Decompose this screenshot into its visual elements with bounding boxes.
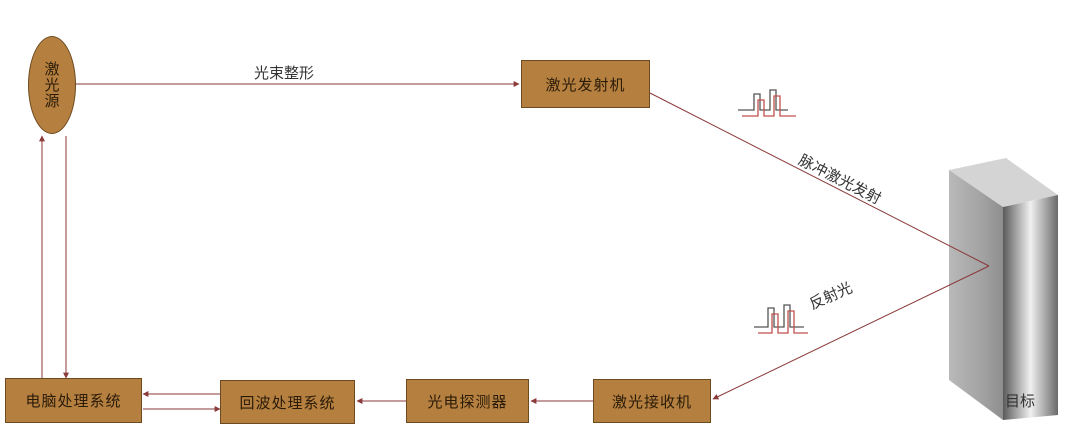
laser-source-label: 激光源 [42,61,61,109]
computer-processing-node: 电脑处理系统 [5,378,142,423]
beam-shaping-label: 光束整形 [254,64,315,82]
target-label: 目标 [1005,392,1036,410]
photo-detector-node: 光电探测器 [406,379,529,423]
photo-detector-label: 光电探测器 [427,392,508,411]
echo-processing-label: 回波处理系统 [239,393,336,412]
laser-transmitter-label: 激光发射机 [545,75,626,94]
laser-receiver-label: 激光接收机 [611,392,692,411]
reflected-pulse-icon [754,304,808,334]
target-side-face [1003,195,1058,420]
laser-transmitter-node: 激光发射机 [521,60,650,108]
target-top-face [949,158,1058,207]
computer-processing-label: 电脑处理系统 [25,392,122,410]
laser-source-node: 激光源 [28,36,76,134]
edge-target-to-receiver [712,265,990,400]
target-front-face [949,170,1003,420]
edge-transmitter-to-target [649,92,990,267]
laser-receiver-node: 激光接收机 [593,379,711,423]
echo-processing-node: 回波处理系统 [220,380,355,424]
emitted-pulse-icon [738,89,796,117]
